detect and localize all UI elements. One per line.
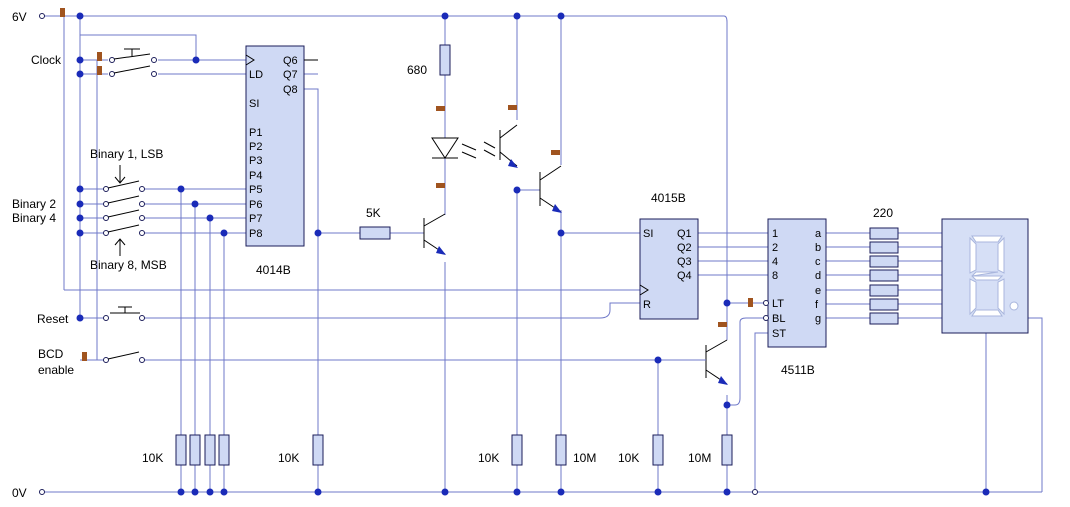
resistor-10k-label: 10K	[278, 451, 299, 465]
pin-label: Q4	[677, 270, 692, 282]
pin-label: Q6	[283, 55, 298, 67]
pin-label: R	[643, 299, 651, 311]
transistor-q1	[423, 213, 446, 255]
resistor-10k-label: 10K	[142, 451, 163, 465]
pin-label: P4	[249, 170, 262, 182]
pin-label: Q3	[677, 256, 692, 268]
pin-label: d	[815, 270, 821, 282]
pin-label: SI	[643, 228, 653, 240]
pin-label: c	[815, 256, 821, 268]
input-labels: Clock Binary 1, LSB Binary 2 Binary 4 Bi…	[12, 53, 167, 377]
phototransistor	[483, 124, 518, 168]
pin-label: SI	[249, 98, 259, 110]
ic-4014b-labels: 4014B LD SI P1 P2 P3 P4 P5 P6 P7 P8 Q6 Q…	[249, 55, 298, 277]
bcd-label: BCD	[38, 347, 64, 361]
resistor-labels: 680 5K 220 10K 10K 10K 10M 10K 10M	[142, 63, 893, 465]
wires	[44, 15, 1043, 493]
gnd-label: 0V	[12, 486, 27, 500]
pin-label: Q8	[283, 84, 298, 96]
pin-label: e	[815, 285, 821, 297]
led	[431, 137, 477, 159]
clock-label: Clock	[31, 53, 62, 67]
binary2-label: Binary 2	[12, 197, 56, 211]
resistor-10m-label: 10M	[688, 451, 711, 465]
pin-label: P3	[249, 155, 262, 167]
pin-label: 1	[772, 228, 778, 240]
vcc-label: 6V	[12, 10, 27, 24]
seven-segment-display	[941, 218, 1029, 334]
binary-switches[interactable]	[103, 165, 145, 256]
ic-4511b-labels: 4511B 1 2 4 8 LT BL ST a b c d e f g	[772, 228, 822, 377]
pin-label: P5	[249, 184, 262, 196]
pin-label: P7	[249, 213, 262, 225]
pin-label: P6	[249, 199, 262, 211]
pin-label: 8	[772, 270, 778, 282]
junction-dots	[39, 12, 990, 496]
ic-4014b-name: 4014B	[256, 263, 291, 277]
enable-label: enable	[38, 363, 74, 377]
resistor-10k-label: 10K	[478, 451, 499, 465]
reset-label: Reset	[37, 312, 69, 326]
pin-label: P2	[249, 141, 262, 153]
pin-label: P1	[249, 127, 262, 139]
ic-4014b	[245, 45, 318, 247]
pin-label: Q7	[283, 69, 298, 81]
pin-label: BL	[772, 313, 785, 325]
pin-label: LT	[772, 298, 784, 310]
pin-label: 4	[772, 256, 778, 268]
pin-label: Q1	[677, 228, 692, 240]
pin-label: g	[815, 313, 821, 325]
pin-label: 2	[772, 242, 778, 254]
ic-4015b	[639, 218, 699, 320]
rail-labels: 6V 0V	[12, 10, 27, 500]
binary4-label: Binary 4	[12, 211, 56, 225]
resistor-10k-label: 10K	[618, 451, 639, 465]
bcd-enable-switch[interactable]	[103, 351, 145, 363]
transistor-q2	[539, 165, 562, 213]
pin-label: LD	[249, 69, 263, 81]
resistor-10m-label: 10M	[573, 451, 596, 465]
clock-switches[interactable]	[109, 48, 157, 77]
binary8-label: Binary 8, MSB	[90, 258, 167, 272]
ic-4015b-name: 4015B	[651, 191, 686, 205]
ic-4511b-name: 4511B	[781, 363, 815, 377]
probe-tabs	[60, 8, 753, 361]
pin-label: Q2	[677, 242, 692, 254]
pin-label: P8	[249, 228, 262, 240]
resistor-680-label: 680	[407, 63, 427, 77]
pin-label: b	[815, 242, 821, 254]
pin-label: ST	[772, 328, 786, 340]
resistors	[175, 44, 899, 466]
reset-button[interactable]	[103, 306, 145, 321]
ic-4511b	[763, 218, 827, 348]
resistor-5k-label: 5K	[366, 206, 381, 220]
pin-label: f	[815, 299, 819, 311]
resistor-220-label: 220	[873, 206, 893, 220]
transistor-q3	[700, 339, 728, 385]
binary1-label: Binary 1, LSB	[90, 147, 163, 161]
pin-label: a	[815, 228, 822, 240]
ic-4015b-labels: 4015B SI R Q1 Q2 Q3 Q4	[643, 191, 692, 311]
